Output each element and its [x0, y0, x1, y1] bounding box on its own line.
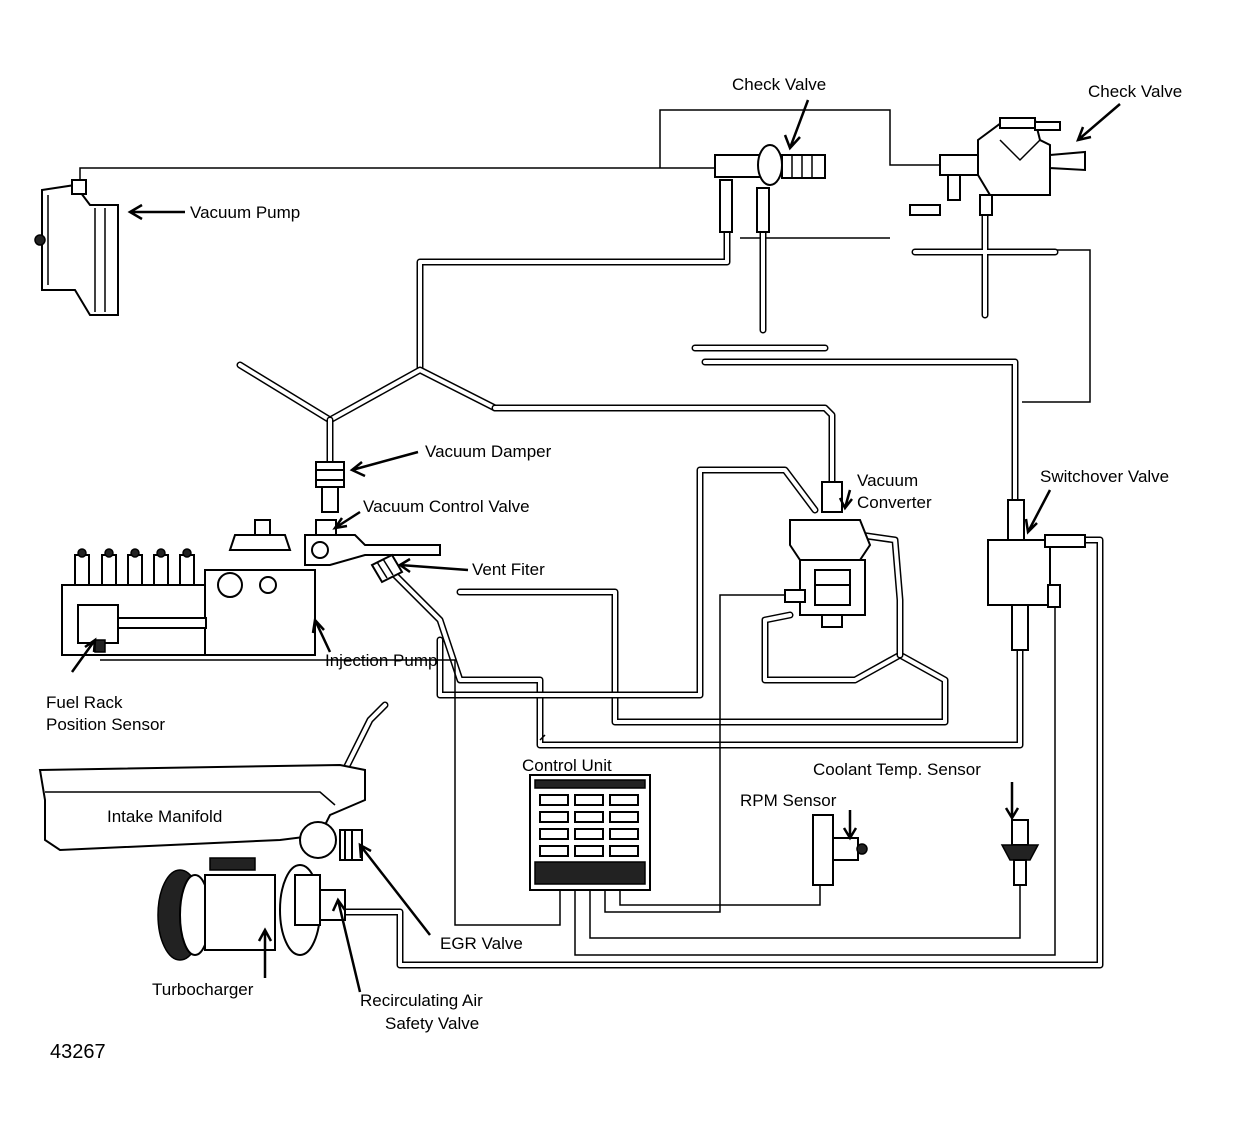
label-egr-valve: EGR Valve	[440, 934, 523, 953]
label-injection-pump: Injection Pump	[325, 651, 437, 670]
control-unit-slots	[539, 794, 639, 857]
label-check-valve-right: Check Valve	[1088, 82, 1182, 101]
label-recirc-2: Safety Valve	[385, 1014, 479, 1033]
vacuum-lines	[79, 109, 1091, 403]
label-vacuum-damper: Vacuum Damper	[425, 442, 552, 461]
vacuum-damper	[315, 461, 345, 513]
label-fuel-rack-2: Position Sensor	[46, 715, 165, 734]
figure-number: 43267	[50, 1041, 106, 1063]
label-vent-filter: Vent Fiter	[472, 560, 545, 579]
electrical-wires	[100, 594, 1056, 956]
label-rpm-sensor: RPM Sensor	[740, 791, 837, 810]
label-coolant-temp-sensor: Coolant Temp. Sensor	[813, 760, 981, 779]
label-fuel-rack-1: Fuel Rack	[46, 693, 123, 712]
vent-filter	[370, 553, 404, 584]
label-intake-manifold: Intake Manifold	[107, 807, 222, 826]
fuel-rack-position-sensor	[94, 639, 106, 653]
switchover-valve	[987, 499, 1086, 651]
rpm-sensor	[812, 814, 868, 886]
vacuum-pump	[34, 179, 119, 316]
pointer-arrows	[70, 99, 1121, 993]
labels: Check Valve Check Valve Vacuum Pump Vacu…	[46, 75, 1182, 1063]
hoses	[236, 196, 1104, 969]
egr-valve	[299, 821, 363, 861]
label-control-unit: Control Unit	[522, 756, 612, 775]
injection-pump	[61, 519, 316, 656]
check-valve-right	[909, 117, 1086, 216]
label-turbocharger: Turbocharger	[152, 980, 254, 999]
coolant-temp-sensor	[1000, 819, 1040, 886]
control-unit	[529, 774, 651, 891]
label-vacuum-control-valve: Vacuum Control Valve	[363, 497, 530, 516]
injector-nozzles	[74, 548, 195, 586]
check-valve-left	[714, 144, 826, 233]
label-vacuum-pump: Vacuum Pump	[190, 203, 300, 222]
label-check-valve-left: Check Valve	[732, 75, 826, 94]
label-vacuum-converter-2: Converter	[857, 493, 932, 512]
label-switchover-valve: Switchover Valve	[1040, 467, 1169, 486]
label-recirc-1: Recirculating Air	[360, 991, 483, 1010]
label-vacuum-converter-1: Vacuum	[857, 471, 918, 490]
vacuum-control-valve	[304, 519, 441, 566]
vacuum-converter	[784, 481, 872, 628]
